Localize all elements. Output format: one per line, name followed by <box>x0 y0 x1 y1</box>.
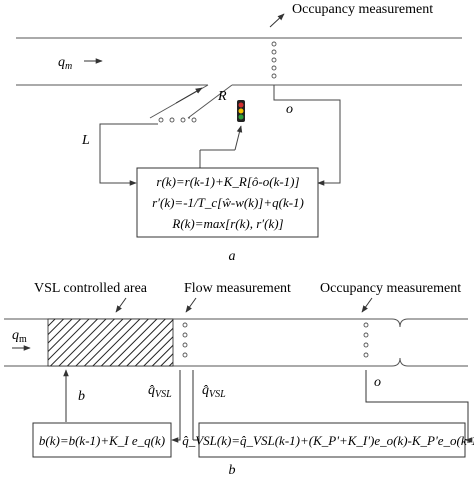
caption-a: a <box>229 249 236 264</box>
equation-line-1: r(k)=r(k-1)+K_R[ô-o(k-1)] <box>156 174 299 189</box>
mainline-flow-label-b: qm <box>12 328 27 345</box>
vsl-b-equation: b(k)=b(k-1)+K_I e_q(k) <box>39 433 165 448</box>
vsl-qhat-equation: q̂_VSL(k)=q̂_VSL(k-1)+(K_P'+K_I')e_o(k)-… <box>182 433 474 448</box>
vsl-controlled-area-label: VSL controlled area <box>34 281 148 296</box>
occupancy-measurement-label-a: Occupancy measurement <box>292 2 433 17</box>
occupancy-signal-label-o-a: o <box>286 102 293 117</box>
occupancy-signal-label-o-b: o <box>374 375 381 390</box>
panel-b: VSL controlled area Flow measurement Occ… <box>4 281 474 478</box>
equation-line-2: r′(k)=-1/T_c[ŵ-w(k)]+q(k-1) <box>152 195 304 210</box>
b-label: b <box>78 389 85 404</box>
vsl-qhat-equation-box <box>198 422 466 458</box>
equation-line-3: R(k)=max[r(k), r′(k)] <box>171 216 283 231</box>
flow-measurement-label: Flow measurement <box>184 281 291 296</box>
occupancy-signal-line-a <box>273 85 341 186</box>
flow-detectors-b <box>182 322 188 358</box>
ramp-edge-right-a <box>187 84 233 119</box>
panel-a: Occupancy measurement qm R <box>16 2 462 264</box>
ramp-metering-equation-box <box>136 167 319 238</box>
occupancy-detectors-b <box>363 322 369 358</box>
occupancy-detectors-a <box>271 41 277 79</box>
ramp-queue-detectors-a <box>158 117 197 123</box>
queue-label-l: L <box>81 133 90 148</box>
qhat-label-2: q̂VSL <box>202 383 226 400</box>
ramp-flow-arrow-a <box>175 87 203 104</box>
occupancy-label-arrow-a <box>269 13 285 28</box>
qhat-label-1: q̂VSL <box>148 383 172 400</box>
caption-b: b <box>229 463 236 478</box>
vsl-hatched-area <box>47 318 174 367</box>
control-output-arrow-a <box>234 125 243 151</box>
occupancy-measurement-label-b: Occupancy measurement <box>320 281 461 296</box>
mainline-flow-label-a: qm <box>58 55 72 72</box>
qhat-signal-line-1 <box>171 370 181 443</box>
occupancy-signal-line-b <box>365 370 473 443</box>
traffic-light-icon <box>237 100 245 122</box>
queue-signal-line <box>99 123 158 186</box>
vsl-b-equation-box <box>32 422 172 458</box>
ramp-label-r: R <box>217 89 227 104</box>
